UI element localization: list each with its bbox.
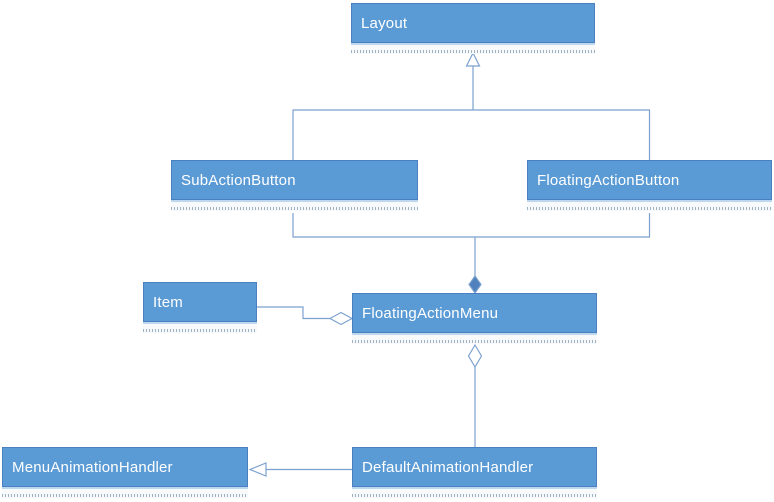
class-members-compartment [2,487,248,498]
generalization-connector-defaultanimationhandler-to-menuanimationhandler[interactable] [248,462,352,477]
class-name-label: Item [143,282,257,322]
class-name-label: Layout [351,3,595,43]
class-members-compartment [351,43,595,54]
inheritance-arrow-icon [465,51,481,67]
class-members-compartment [527,200,772,211]
aggregation-line[interactable] [257,306,330,320]
generalization-line[interactable] [292,66,651,160]
class-box-subactionbutton[interactable]: SubActionButton [171,160,418,211]
aggregation-diamond-icon [328,311,354,326]
class-members-compartment [143,322,257,333]
aggregation-diamond-icon [467,343,483,369]
class-box-item[interactable]: Item [143,282,257,333]
class-box-layout[interactable]: Layout [351,3,595,54]
generalization-connector-buttons-to-layout[interactable] [292,51,651,160]
class-members-compartment [352,333,597,344]
class-name-label: SubActionButton [171,160,418,200]
class-box-floatingactionmenu[interactable]: FloatingActionMenu [352,293,597,344]
class-name-label: FloatingActionButton [527,160,772,200]
class-box-menuanimationhandler[interactable]: MenuAnimationHandler [2,447,248,498]
composition-line[interactable] [292,213,651,277]
class-members-compartment [352,487,597,498]
aggregation-connector-defaultanimationhandler-to-floatingactionmenu[interactable] [467,343,483,447]
class-name-label: MenuAnimationHandler [2,447,248,487]
inheritance-arrow-icon [248,462,267,477]
class-members-compartment [171,200,418,211]
class-box-defaultanimationhandler[interactable]: DefaultAnimationHandler [352,447,597,498]
class-name-label: DefaultAnimationHandler [352,447,597,487]
aggregation-connector-item-to-floatingactionmenu[interactable] [257,306,354,326]
class-box-floatingactionbutton[interactable]: FloatingActionButton [527,160,772,211]
class-name-label: FloatingActionMenu [352,293,597,333]
composition-diamond-icon [468,274,482,295]
composition-connector-buttons-to-floatingactionmenu[interactable] [292,213,651,295]
